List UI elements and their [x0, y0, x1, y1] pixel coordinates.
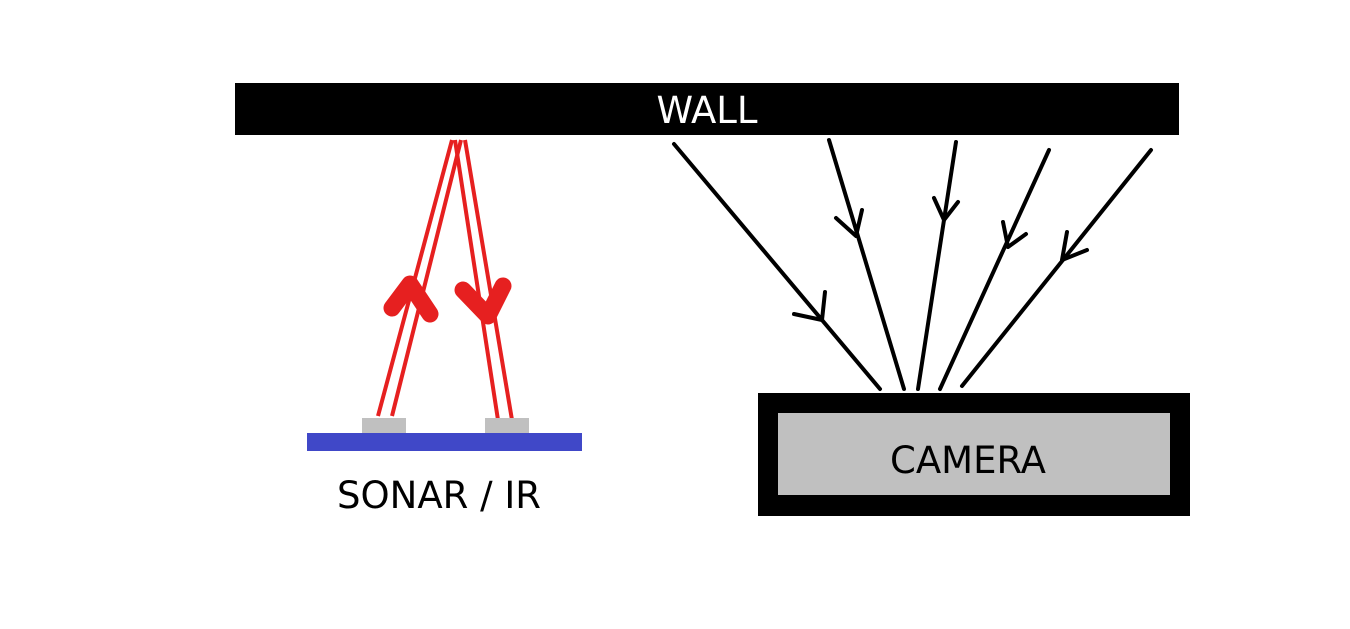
outgoing-beam-b: [390, 139, 463, 417]
chevron-arrowhead-icon: [1001, 220, 1028, 249]
wall-label: WALL: [656, 89, 757, 132]
sonar-beams: [376, 139, 514, 421]
receiver-transducer: [485, 418, 529, 433]
light-ray: [960, 148, 1153, 388]
light-ray: [827, 138, 906, 391]
wall-bar: [235, 83, 1179, 135]
camera-label: CAMERA: [890, 439, 1046, 482]
chevron-arrowhead-icon: [792, 290, 827, 322]
chevron-arrowhead-icon: [834, 208, 864, 238]
sonar-ir-sensor: SONAR / IR: [307, 139, 582, 517]
sensor-label: SONAR / IR: [337, 474, 541, 517]
chevron-arrowhead-icon: [932, 196, 960, 222]
chevron-arrowhead-icon: [1060, 230, 1089, 262]
red-up-arrow-icon: [383, 275, 439, 323]
light-ray: [938, 148, 1051, 391]
red-down-arrow-icon: [454, 277, 512, 325]
light-rays: [672, 138, 1153, 391]
return-beam-a: [453, 139, 500, 421]
return-beam-b: [463, 139, 514, 421]
camera: CAMERA: [758, 393, 1190, 516]
transmitter-transducer: [362, 418, 406, 433]
sensor-board: [307, 433, 582, 451]
light-ray: [672, 142, 882, 391]
camera-body: [778, 413, 1170, 495]
wall: WALL: [235, 83, 1179, 135]
light-ray: [916, 140, 958, 391]
